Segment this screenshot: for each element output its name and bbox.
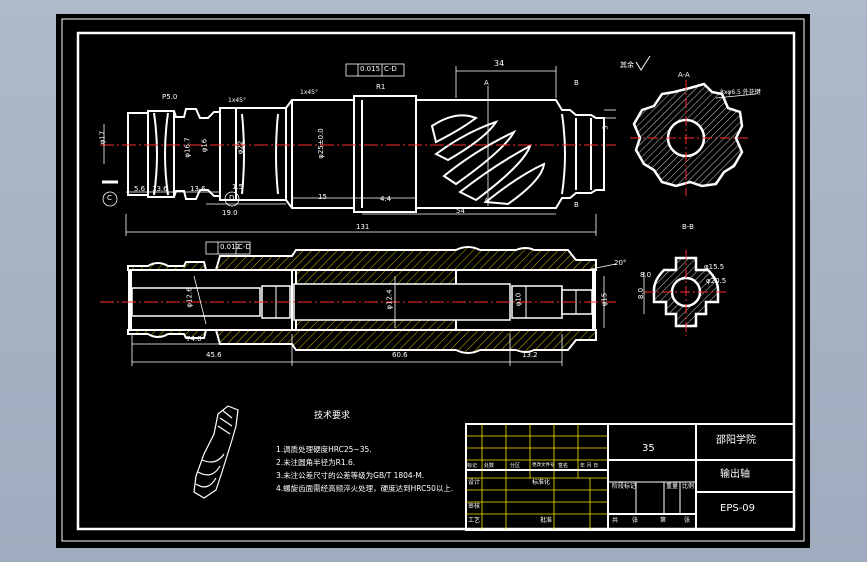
- cut-label-a1: A: [484, 79, 489, 87]
- tech-title: 技术要求: [314, 411, 351, 421]
- dim-15: 15: [318, 193, 327, 201]
- dim-45-6: 45.6: [206, 351, 222, 359]
- section-label-aa: A-A: [678, 71, 690, 79]
- tb-standardization: 标准化: [532, 479, 551, 486]
- shaft-section-view: [127, 246, 597, 354]
- tb-hdr-1: 处数: [484, 463, 495, 469]
- tb-school: 邵阳学院: [716, 435, 756, 446]
- drawing-canvas: [61, 18, 805, 542]
- tb-scale: 比例: [682, 483, 695, 490]
- section-label-bb: B-B: [682, 223, 694, 231]
- tb-hdr-3: 更改文件号: [532, 463, 555, 468]
- dim-phi20-5: φ20.5: [706, 277, 727, 285]
- dim-phi17: φ17: [98, 130, 107, 145]
- title-block-grid: [465, 423, 795, 531]
- dim-phi22: φ22: [236, 140, 245, 155]
- roughness-symbol: [635, 55, 651, 71]
- dim-phi16: φ16: [200, 138, 209, 153]
- outer-border: [61, 18, 805, 542]
- tb-hdr-5: 年 月 日: [580, 463, 599, 469]
- tb-review: 审核: [468, 503, 481, 510]
- gdt-datum-2: C-D: [238, 243, 251, 251]
- gdt-tolerance-2: 0.012: [220, 243, 241, 251]
- dim-13-6a: 13.6: [152, 185, 168, 193]
- dim-phi15-5: φ15.5: [704, 263, 725, 271]
- dim-phi15: φ15: [600, 292, 609, 307]
- tech-line-4: 4.螺旋齿面需经高频淬火处理，硬度达到HRC50以上.: [276, 484, 454, 493]
- tech-line-3: 3.未注公差尺寸的公差等级为GB/T 1804-M.: [276, 471, 425, 480]
- dim-chamfer-1: 1x45°: [228, 97, 247, 104]
- dim-5-6: 5.6: [134, 185, 146, 193]
- dim-r1: R1: [376, 83, 386, 91]
- dim-phi167: φ16.7: [183, 137, 192, 158]
- tb-stage: 阶段标记: [612, 483, 637, 490]
- dim-phi10: φ10: [514, 292, 523, 307]
- dim-1-5: 1.5: [232, 183, 244, 191]
- tb-material: 35: [642, 443, 655, 454]
- dim-8-0b: 8.0: [640, 271, 652, 279]
- dim-34: 34: [494, 59, 505, 68]
- dim-13-6b: 13.6: [190, 185, 206, 193]
- dim-19-0: 19.0: [222, 209, 238, 217]
- tb-total: 共: [612, 517, 619, 524]
- tech-line-2: 2.未注圆角半径为R1.6.: [276, 458, 356, 467]
- tb-part-name: 输出轴: [720, 469, 750, 480]
- gdt-tolerance-1: 0.015: [360, 65, 381, 73]
- spline-note: 8xφ6.5 外花键: [720, 89, 761, 96]
- tb-process: 工艺: [468, 517, 481, 524]
- tb-hdr-2: 分区: [510, 463, 521, 469]
- cut-label-a2: A: [484, 197, 489, 205]
- tb-drawing-no: EPS-09: [720, 503, 756, 514]
- dim-phi25: φ25±0.0: [316, 128, 325, 159]
- dim-131: 131: [356, 223, 370, 231]
- section-bb: [643, 250, 728, 336]
- tb-no: 第: [660, 517, 667, 524]
- tb-hdr-0: 标记: [467, 463, 478, 469]
- dim-4-4: 4.4: [380, 195, 392, 203]
- dim-phi12-4: φ12.4: [385, 289, 394, 310]
- dim-3: 3: [601, 125, 610, 130]
- cut-label-b1: B: [574, 79, 579, 87]
- dim-60-6: 60.6: [392, 351, 408, 359]
- dimension-lines-section: [131, 241, 617, 366]
- roughness-note: 其余: [620, 61, 634, 69]
- tb-approve: 批准: [540, 517, 553, 524]
- tb-sheet-a: 张: [632, 517, 639, 524]
- tb-sheet-b: 张: [684, 517, 691, 524]
- tech-line-1: 1.调质处理硬度HRC25~35.: [276, 445, 372, 454]
- dim-8-0a: 8.0: [637, 287, 646, 300]
- dim-chamfer-2: 1x45°: [300, 89, 319, 96]
- section-aa: [630, 80, 757, 196]
- cut-label-b2: B: [574, 201, 579, 209]
- tb-design: 设计: [468, 479, 481, 486]
- tb-hdr-4: 签名: [558, 463, 569, 469]
- datum-label-c: C: [107, 194, 112, 202]
- dim-74-0: 74.0: [186, 335, 202, 343]
- dim-20-deg: 20°: [614, 259, 627, 267]
- inner-border: [76, 31, 796, 531]
- dim-54: 54: [456, 207, 465, 215]
- shaft-3d-preview: [193, 405, 239, 499]
- dim-phi12-6: φ12.6: [185, 287, 194, 308]
- dimension-lines-main: [102, 63, 616, 236]
- datum-label-d: D: [229, 194, 235, 202]
- drawing-sheet[interactable]: 34 φ17 P5.0 φ16.7 φ16 1x45° 1x45° 0.015 …: [56, 14, 810, 548]
- dim-p50: P5.0: [162, 93, 178, 101]
- dim-13-2: 13.2: [522, 351, 538, 359]
- shaft-main-view: [127, 95, 605, 213]
- tb-weight: 重量: [666, 483, 679, 490]
- gdt-datum-1: C-D: [384, 65, 397, 73]
